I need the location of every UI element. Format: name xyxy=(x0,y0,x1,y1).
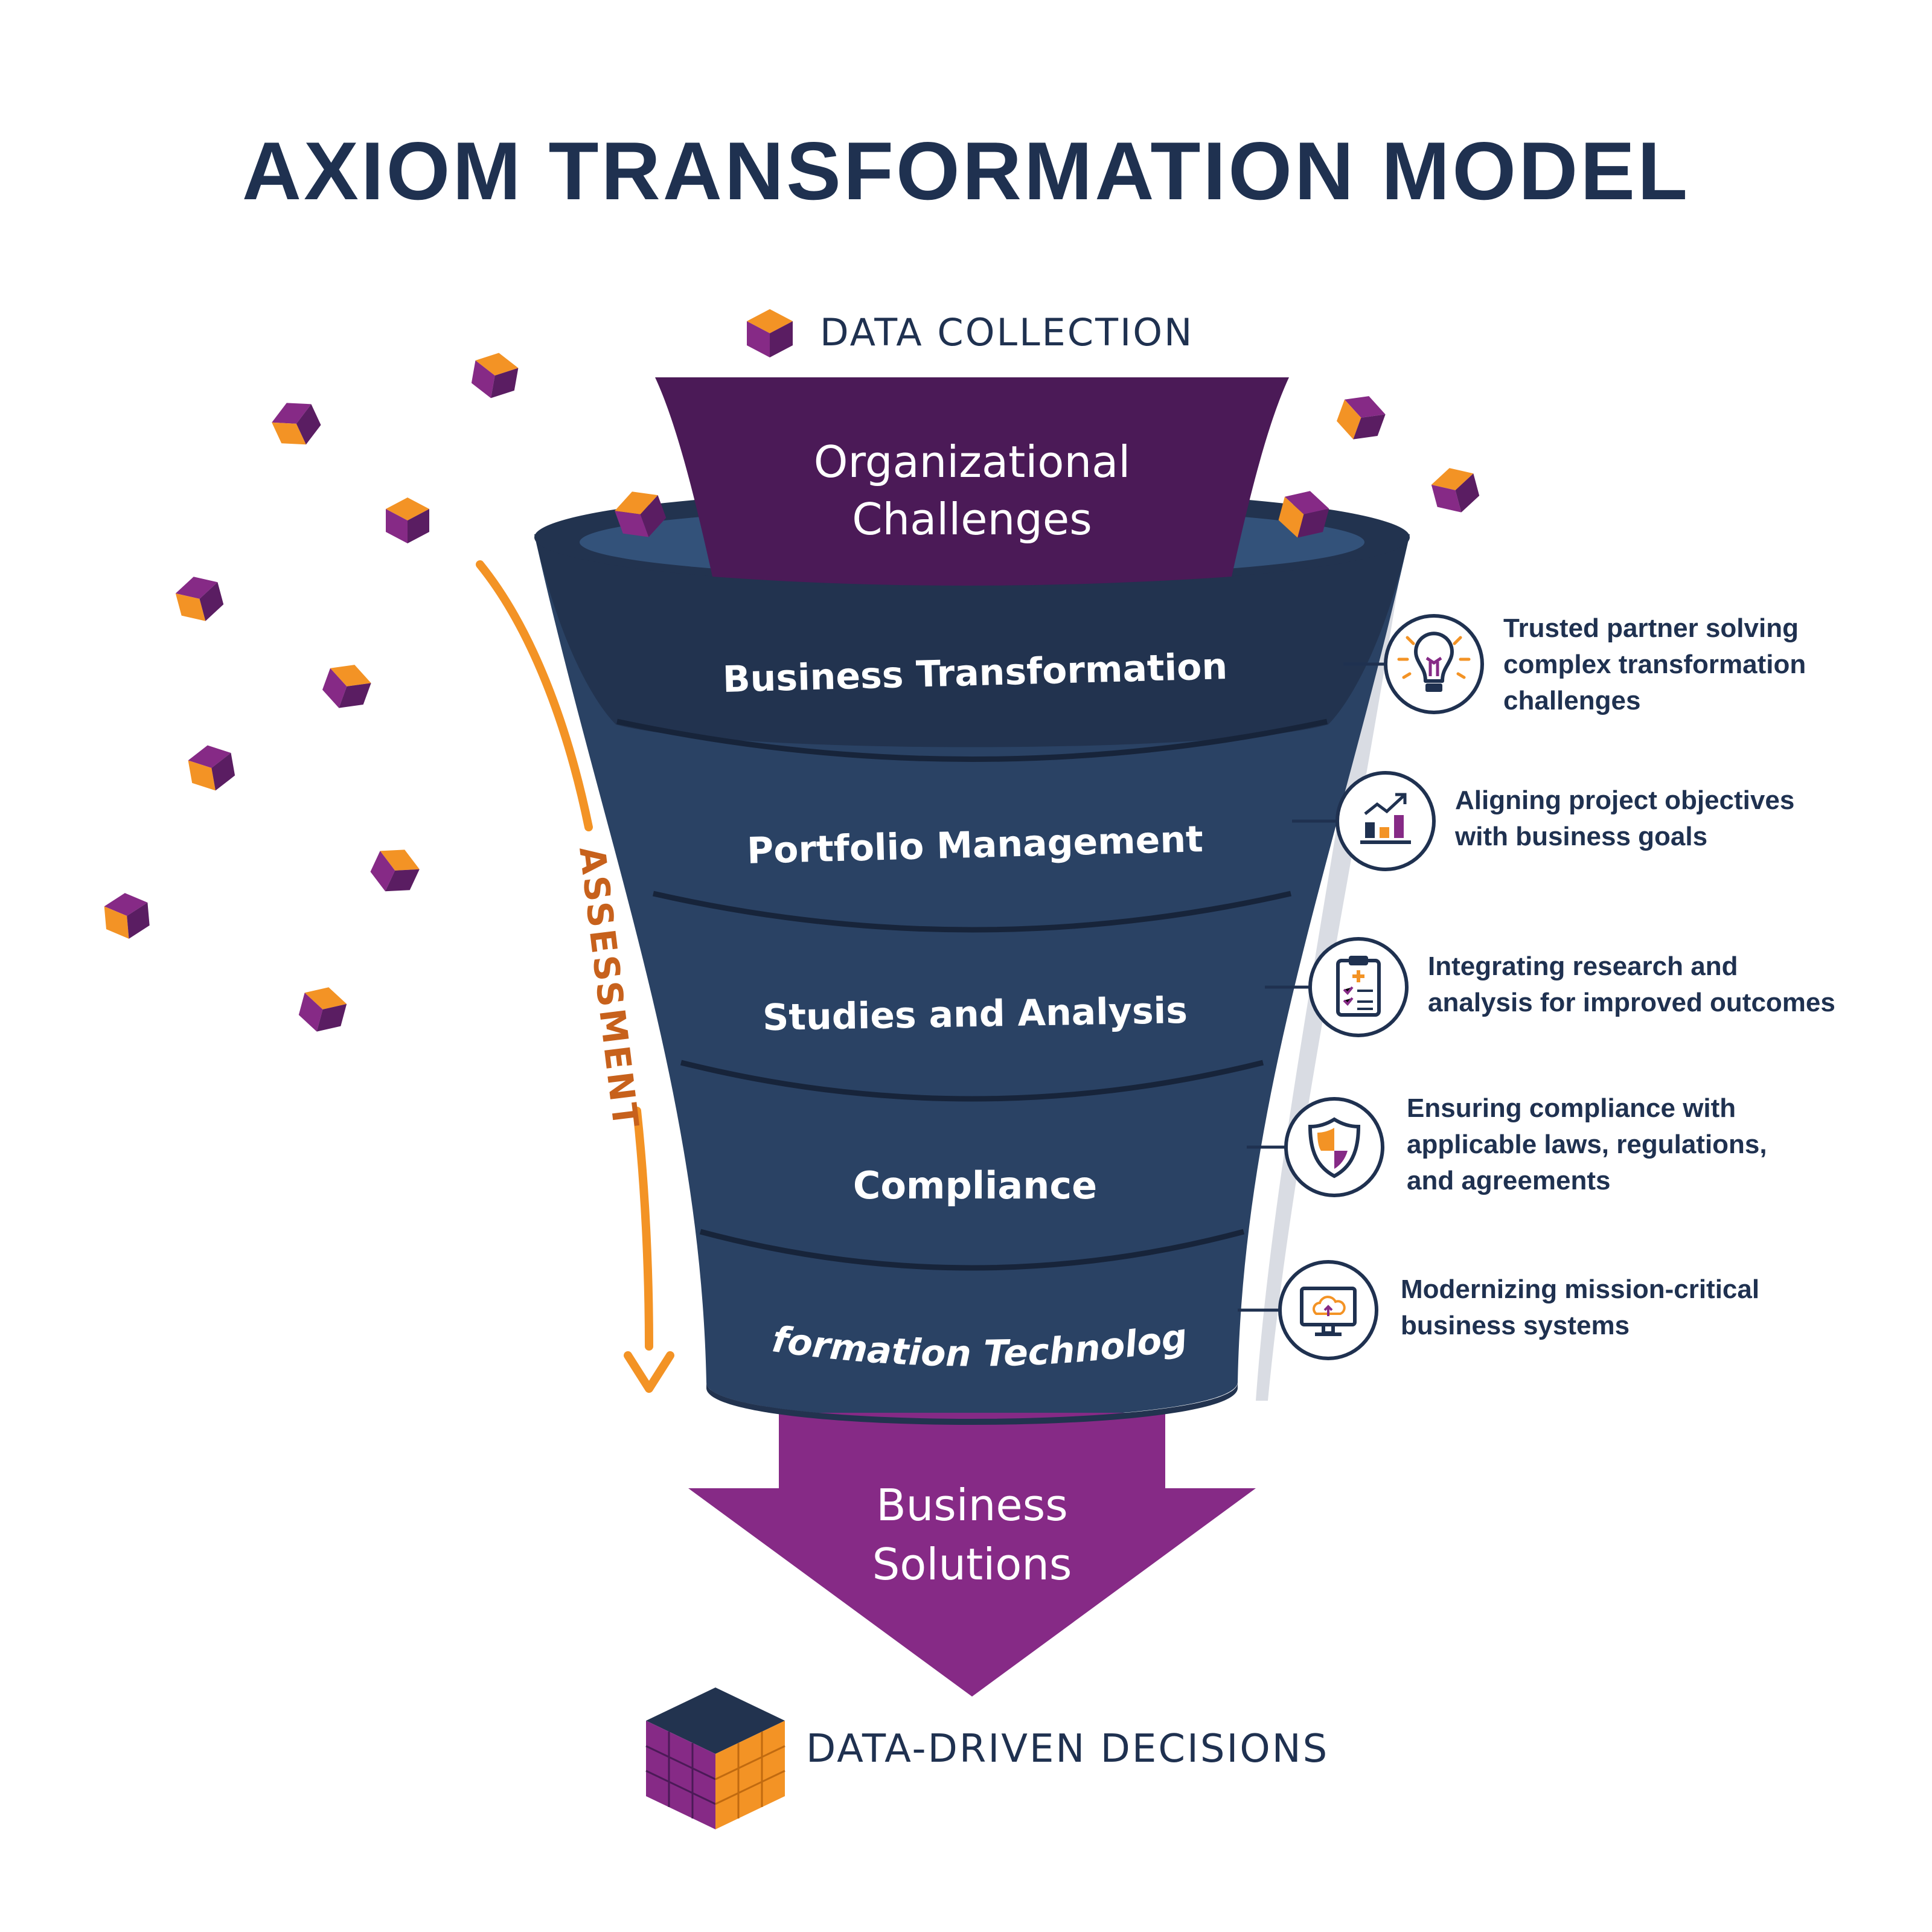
svg-text:business systems: business systems xyxy=(1401,1311,1630,1340)
svg-text:Trusted partner solving: Trusted partner solving xyxy=(1503,613,1799,643)
svg-text:challenges: challenges xyxy=(1503,686,1640,715)
funnel-body xyxy=(534,534,1410,1419)
cube-icon xyxy=(386,497,429,543)
cube-icon xyxy=(298,987,347,1032)
funnel-band-line-1 xyxy=(616,718,1328,762)
funnel-band-line-3 xyxy=(680,1060,1264,1102)
svg-text:and agreements: and agreements xyxy=(1407,1166,1610,1195)
data-collection-label: DATA COLLECTION xyxy=(820,310,1194,354)
description-business-transformation: Trusted partner solving complex transfor… xyxy=(1503,613,1806,715)
cube-icon xyxy=(1431,468,1480,513)
business-solutions-line2: Solutions xyxy=(872,1539,1072,1590)
stage-label-compliance: Compliance xyxy=(853,1163,1097,1208)
cube-icon xyxy=(104,893,150,939)
svg-text:analysis for improved outcomes: analysis for improved outcomes xyxy=(1428,988,1835,1017)
page-title: AXIOM TRANSFORMATION MODEL xyxy=(242,125,1690,217)
svg-text:Modernizing mission-critical: Modernizing mission-critical xyxy=(1401,1275,1759,1304)
bar-chart-icon xyxy=(1335,771,1436,871)
shield-icon xyxy=(1284,1097,1384,1197)
svg-text:Integrating research and: Integrating research and xyxy=(1428,952,1738,981)
description-studies-and-analysis: Integrating research and analysis for im… xyxy=(1428,952,1835,1017)
assessment-arrow-lower xyxy=(633,1107,653,1351)
svg-text:applicable laws, regulations,: applicable laws, regulations, xyxy=(1407,1130,1767,1159)
data-driven-decisions-label: DATA-DRIVEN DECISIONS xyxy=(806,1727,1329,1771)
funnel-top-block xyxy=(655,377,1289,586)
clipboard-icon xyxy=(1308,937,1409,1037)
cube-icon xyxy=(175,577,224,621)
description-information-technology: Modernizing mission-critical business sy… xyxy=(1401,1275,1759,1340)
data-collection-cube-icon xyxy=(747,309,793,357)
cube-icon xyxy=(1336,396,1386,440)
business-solutions-line1: Business xyxy=(876,1480,1068,1531)
lightbulb-icon xyxy=(1384,614,1484,714)
monitor-cloud-icon xyxy=(1278,1260,1378,1360)
cube-icon xyxy=(370,849,420,892)
cube-icon xyxy=(272,403,321,445)
description-compliance: Ensuring compliance with applicable laws… xyxy=(1407,1093,1767,1195)
description-portfolio-management: Aligning project objectives with busines… xyxy=(1454,785,1794,851)
data-cube-icon xyxy=(645,1687,785,1829)
funnel-band-line-4 xyxy=(699,1229,1245,1271)
scattered-cubes xyxy=(104,353,1480,1032)
cube-icon xyxy=(471,353,519,398)
svg-text:complex transformation: complex transformation xyxy=(1503,650,1806,679)
organizational-challenges-line1: Organizational xyxy=(814,437,1130,487)
svg-text:Ensuring compliance with: Ensuring compliance with xyxy=(1407,1093,1736,1123)
stage-label-studies-and-analysis: Studies and Analysis xyxy=(763,990,1188,1039)
cube-icon xyxy=(322,665,371,708)
organizational-challenges-line2: Challenges xyxy=(852,494,1092,545)
svg-text:Aligning project objectives: Aligning project objectives xyxy=(1455,785,1794,815)
funnel-band-line-2 xyxy=(653,891,1291,933)
stage-connectors xyxy=(1238,662,1386,1312)
svg-text:with business goals: with business goals xyxy=(1454,822,1707,851)
assessment-arrowhead xyxy=(624,1351,674,1393)
cube-icon xyxy=(188,745,235,791)
assessment-arrow-upper xyxy=(476,560,593,831)
business-solutions-arrow xyxy=(688,1413,1256,1697)
